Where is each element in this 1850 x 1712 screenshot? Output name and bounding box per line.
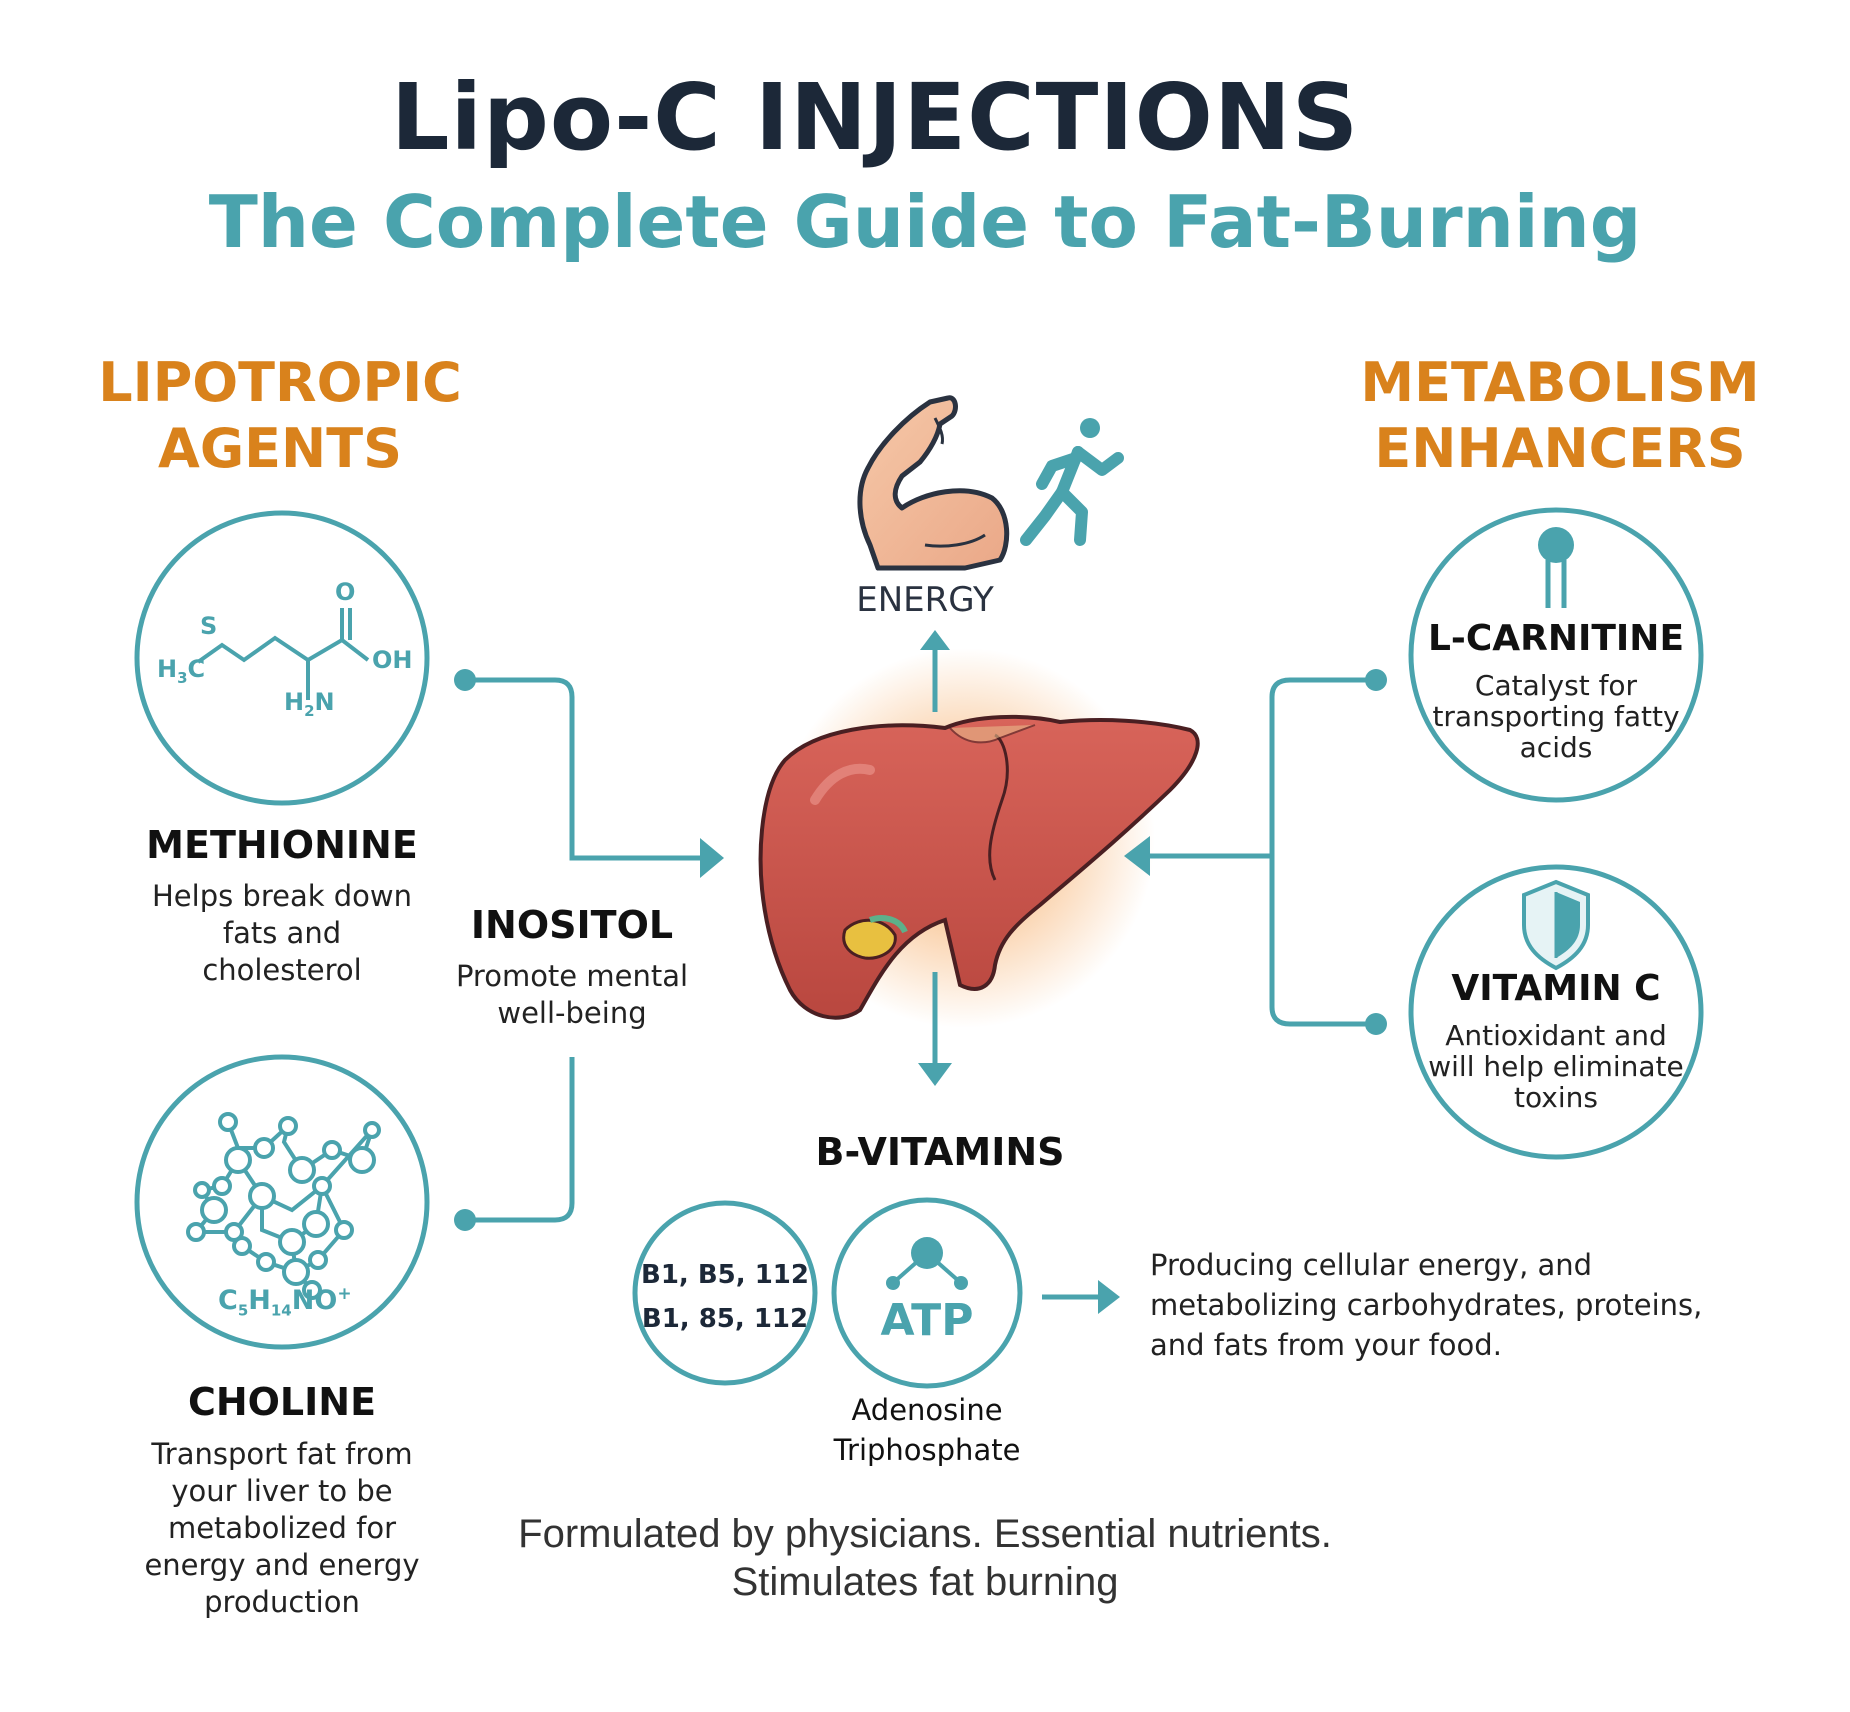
formula-part: H (157, 655, 178, 683)
desc-line: well-being (497, 996, 647, 1030)
desc-line: acids (1519, 731, 1593, 764)
formula-part: H (284, 688, 305, 716)
arrow-head (920, 630, 950, 650)
desc-line: your liver to be (171, 1474, 393, 1508)
section-heading-metabolism: METABOLISM ENHANCERS (1340, 350, 1780, 482)
formula-part: NO (291, 1285, 338, 1316)
formula-o: O (335, 578, 356, 606)
formula-part: 2 (304, 701, 315, 720)
desc-line: Transport fat from (151, 1437, 413, 1471)
l-carnitine-description: Catalyst for transporting fatty acids (1426, 670, 1686, 763)
desc-line: metabolizing carbohydrates, proteins, (1150, 1288, 1703, 1322)
choline-molecule-icon (186, 1112, 381, 1300)
formula-part: + (337, 1284, 352, 1304)
connector-bracket-right (1269, 677, 1376, 1027)
methionine-title: METHIONINE (146, 823, 418, 867)
desc-line: and fats from your food. (1150, 1328, 1502, 1362)
flexed-arm-icon (857, 395, 1010, 571)
formula-choline: C5H14NO+ (218, 1284, 352, 1319)
inositol-title: INOSITOL (470, 903, 674, 947)
formula-oh: OH (372, 646, 413, 674)
section-heading-line: AGENTS (158, 417, 402, 480)
vitamin-line: B1, B5, 112 (641, 1260, 809, 1290)
l-carnitine-circle (1408, 507, 1704, 803)
caption-line: Triphosphate (833, 1433, 1021, 1467)
desc-line: Promote mental (455, 959, 689, 993)
page-title: Lipo-C INJECTIONS (390, 64, 1360, 171)
choline-title: CHOLINE (187, 1380, 377, 1424)
atp-molecule-icon (886, 1237, 968, 1290)
energy-label: ENERGY (856, 580, 994, 620)
footer-tagline: Formulated by physicians. Essential nutr… (425, 1510, 1425, 1606)
caption-line: Adenosine (851, 1393, 1003, 1427)
desc-line: Helps break down (151, 879, 412, 913)
choline-description: Transport fat from your liver to be meta… (107, 1436, 457, 1621)
formula-part: 14 (270, 1301, 292, 1320)
vitamin-c-title: VITAMIN C (1451, 968, 1661, 1009)
desc-line: toxins (1514, 1081, 1598, 1114)
desc-line: fats and (222, 916, 342, 950)
desc-line: Catalyst for (1474, 669, 1638, 702)
vitamin-c-circle (1408, 864, 1704, 1160)
vitamin-line: B1, 85, 112 (641, 1304, 809, 1334)
arrow-head (1124, 836, 1150, 876)
l-carnitine-title: L-CARNITINE (1427, 618, 1685, 659)
desc-line: cholesterol (202, 953, 362, 987)
section-heading-line: ENHANCERS (1374, 417, 1746, 480)
b-vitamins-title: B-VITAMINS (815, 1130, 1065, 1174)
desc-line: transporting fatty (1432, 700, 1680, 733)
methionine-description: Helps break down fats and cholesterol (107, 878, 457, 989)
b-vitamins-circle-text: B1, B5, 112 B1, 85, 112 (640, 1253, 810, 1341)
desc-line: energy and energy (144, 1548, 420, 1582)
atp-circle (831, 1197, 1023, 1389)
choline-circle (134, 1054, 430, 1350)
pin-molecule-icon (1538, 527, 1574, 608)
footer-line: Formulated by physicians. Essential nutr… (518, 1512, 1332, 1556)
methionine-circle (134, 510, 430, 806)
section-heading-line: LIPOTROPIC (98, 351, 462, 414)
formula-part: 5 (237, 1301, 249, 1320)
formula-part: C (187, 655, 206, 683)
b-vitamins-circle (632, 1200, 818, 1386)
running-person-icon (1020, 418, 1124, 546)
section-heading-lipotropic: LIPOTROPIC AGENTS (60, 350, 500, 482)
arrow-head (700, 838, 724, 878)
b-vitamins-description: Producing cellular energy, and metaboliz… (1150, 1245, 1750, 1365)
vitamin-c-description: Antioxidant and will help eliminate toxi… (1426, 1020, 1686, 1113)
desc-line: metabolized for (167, 1511, 397, 1545)
formula-part: C (218, 1285, 238, 1316)
desc-line: production (204, 1585, 360, 1619)
arrow-head (1098, 1280, 1120, 1314)
formula-part: N (314, 688, 335, 716)
atp-label: ATP (880, 1295, 974, 1346)
formula-part: H (248, 1285, 271, 1316)
connector-line-methionine (465, 677, 700, 861)
inositol-description: Promote mental well-being (417, 958, 727, 1032)
formula-h3c: H3C (157, 655, 205, 687)
desc-line: will help eliminate (1428, 1050, 1684, 1083)
formula-part: 3 (177, 668, 188, 687)
section-heading-line: METABOLISM (1360, 351, 1760, 414)
connector-line-choline (465, 1057, 575, 1223)
desc-line: Producing cellular energy, and (1150, 1248, 1593, 1282)
atp-caption: Adenosine Triphosphate (797, 1390, 1057, 1470)
footer-line: Stimulates fat burning (731, 1560, 1119, 1604)
methionine-molecule-icon (196, 608, 370, 700)
liver-icon (758, 714, 1200, 1020)
formula-s: S (200, 612, 218, 640)
arrow-head (918, 1063, 952, 1086)
desc-line: Antioxidant and (1445, 1019, 1667, 1052)
page-subtitle: The Complete Guide to Fat-Burning (208, 180, 1642, 264)
formula-h2n: H2N (284, 688, 335, 720)
shield-icon (1522, 879, 1590, 971)
